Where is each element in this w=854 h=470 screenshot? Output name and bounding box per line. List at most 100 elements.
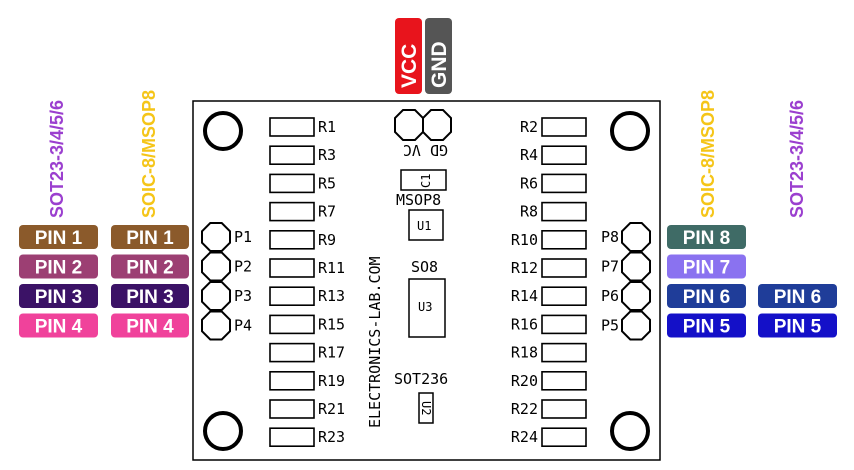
signal-pad-label-left: P3	[234, 287, 252, 305]
resistor-label-right: R12	[511, 259, 538, 277]
resistor-label-right: R20	[511, 372, 538, 390]
pin-badge	[19, 284, 98, 308]
resistor-pad-right	[541, 230, 587, 250]
signal-pad-left	[201, 251, 231, 282]
signal-pad-left	[201, 281, 231, 311]
vendor-text: ELECTRONICS-LAB.COM	[366, 256, 384, 428]
pin-badge	[667, 313, 746, 338]
signal-pad-label-right: P6	[601, 287, 619, 305]
resistor-label-left: R17	[318, 344, 345, 362]
pin-badge	[19, 225, 98, 249]
resistor-pad-left	[269, 201, 315, 222]
resistor-label-left: R9	[318, 231, 336, 249]
pin-badge-label: PIN 4	[35, 317, 83, 338]
vcc-label: VCC	[398, 44, 421, 88]
resistor-label-left: R7	[318, 203, 336, 221]
resistor-pad-left	[269, 342, 315, 363]
resistor-pad-left	[269, 370, 315, 391]
resistor-pad-left	[269, 145, 315, 165]
group-label-left-inner: SOIC-8/MSOP8	[139, 90, 159, 218]
pin-badge-label: PIN 6	[683, 287, 731, 308]
pin-badge-label: PIN 3	[35, 287, 83, 308]
pin-badge	[111, 225, 189, 249]
resistor-label-right: R10	[511, 231, 538, 249]
gnd-label-box	[425, 18, 452, 94]
resistor-pad-right	[541, 286, 587, 307]
resistor-pad-left	[269, 399, 315, 419]
mounting-hole-bottom-left	[203, 411, 243, 451]
header-pad-labels: GD VC	[403, 141, 448, 159]
resistor-label-left: R15	[318, 315, 345, 333]
u2-label: U2	[419, 401, 433, 415]
signal-pad-label-right: P8	[601, 228, 619, 246]
so8-label: SO8	[411, 258, 438, 276]
pin-badge-label: PIN 6	[774, 287, 822, 308]
gnd-label: GND	[428, 41, 451, 88]
resistor-pad-left	[269, 427, 315, 448]
pin-badge	[111, 313, 189, 338]
resistor-label-right: R2	[520, 118, 538, 136]
group-label-right-outer: SOT23-3/4/5/6	[787, 100, 807, 218]
pin-badge	[111, 254, 189, 279]
header-pad-gnd	[422, 109, 452, 141]
resistor-label-left: R1	[318, 118, 336, 136]
resistor-pad-left	[269, 314, 315, 335]
pin-badge	[758, 313, 837, 338]
resistor-pad-right	[541, 314, 587, 335]
signal-pad-right	[621, 281, 651, 311]
pin-badge	[667, 284, 746, 308]
pin-badge-label: PIN 4	[126, 317, 174, 338]
signal-pad-left	[201, 222, 231, 252]
resistor-label-right: R4	[520, 146, 538, 164]
signal-pad-label-left: P2	[234, 258, 252, 276]
pin-badge-label: PIN 1	[35, 228, 83, 249]
pin-badge	[758, 284, 837, 308]
signal-pad-label-left: P4	[234, 317, 252, 335]
resistor-label-left: R3	[318, 146, 336, 164]
u3-label: U3	[418, 300, 432, 314]
resistor-pad-left	[269, 230, 315, 250]
u1-label: U1	[417, 219, 431, 233]
resistor-pad-right	[541, 173, 587, 194]
pin-badge	[111, 284, 189, 308]
resistor-pad-right	[541, 370, 587, 391]
signal-pad-right	[621, 310, 651, 341]
resistor-pad-left	[269, 286, 315, 307]
pin-badge	[667, 254, 746, 279]
resistor-pad-right	[541, 342, 587, 363]
signal-pad-label-left: P1	[234, 228, 252, 246]
signal-pad-right	[621, 222, 651, 252]
resistor-label-left: R5	[318, 174, 336, 192]
u3-footprint	[408, 278, 446, 338]
resistor-label-right: R8	[520, 203, 538, 221]
group-label-right-inner: SOIC-8/MSOP8	[698, 90, 718, 218]
pin-badge-label: PIN 7	[683, 258, 731, 279]
resistor-label-left: R21	[318, 400, 345, 418]
msop8-label: MSOP8	[396, 191, 441, 209]
resistor-label-right: R24	[511, 428, 538, 446]
pin-badge	[19, 313, 98, 338]
resistor-label-right: R16	[511, 315, 538, 333]
resistor-pad-right	[541, 399, 587, 419]
signal-pad-label-right: P7	[601, 258, 619, 276]
capacitor-c1-label: C1	[419, 174, 433, 188]
resistor-pad-right	[541, 201, 587, 222]
resistor-label-right: R14	[511, 287, 538, 305]
u1-footprint	[408, 209, 444, 241]
capacitor-c1-outline	[400, 169, 447, 191]
sot236-label: SOT236	[394, 370, 448, 388]
u2-footprint	[418, 392, 434, 424]
resistor-pad-right	[541, 427, 587, 448]
vcc-label-box	[395, 18, 422, 94]
group-label-left-outer: SOT23-3/4/5/6	[47, 100, 67, 218]
pin-badge-label: PIN 2	[35, 258, 83, 279]
resistor-pad-left	[269, 117, 315, 137]
resistor-label-left: R13	[318, 287, 345, 305]
resistor-pad-right	[541, 117, 587, 137]
resistor-label-right: R22	[511, 400, 538, 418]
